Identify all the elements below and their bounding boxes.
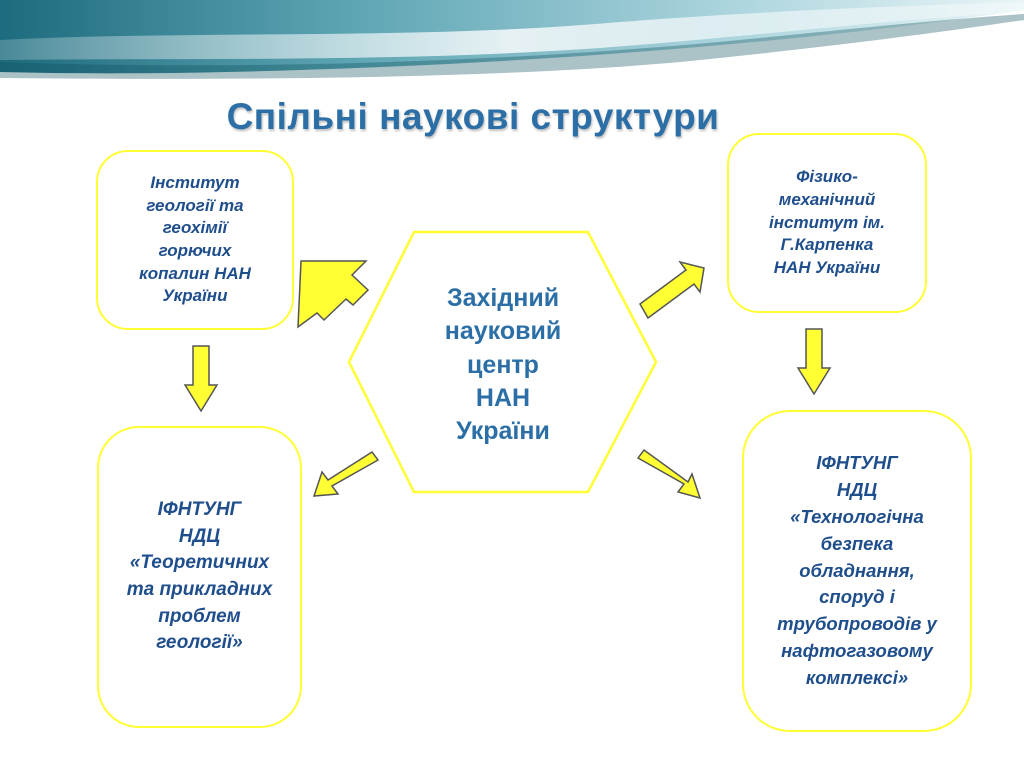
box-bottom-left-label: ІФНТУНГ НДЦ «Теоретичних та прикладних п… [126,499,273,654]
box-top-right: Фізико- механічний інститут ім. Г.Карпен… [727,133,927,313]
header-banner [0,0,1024,80]
center-node-label: Західний науковий центр НАН України [444,284,562,445]
box-bottom-left: ІФНТУНГ НДЦ «Теоретичних та прикладних п… [97,426,302,728]
box-top-left-label: Інститут геології та геохімії горючих ко… [139,173,251,306]
arrow-to-bottom-right [636,448,702,500]
arrow-to-bottom-left [312,450,380,497]
box-top-left: Інститут геології та геохімії горючих ко… [96,150,294,330]
arrow-to-top-left [297,260,370,329]
arrow-down-left [183,345,219,413]
box-bottom-right: ІФНТУНГ НДЦ «Технологічна безпека обладн… [742,410,972,732]
arrow-down-right [796,328,832,396]
page-title: Спільні наукові структури [226,96,720,137]
box-bottom-right-label: ІФНТУНГ НДЦ «Технологічна безпека обладн… [777,452,937,688]
arrow-to-top-right [639,260,705,320]
box-top-right-label: Фізико- механічний інститут ім. Г.Карпен… [769,167,885,277]
